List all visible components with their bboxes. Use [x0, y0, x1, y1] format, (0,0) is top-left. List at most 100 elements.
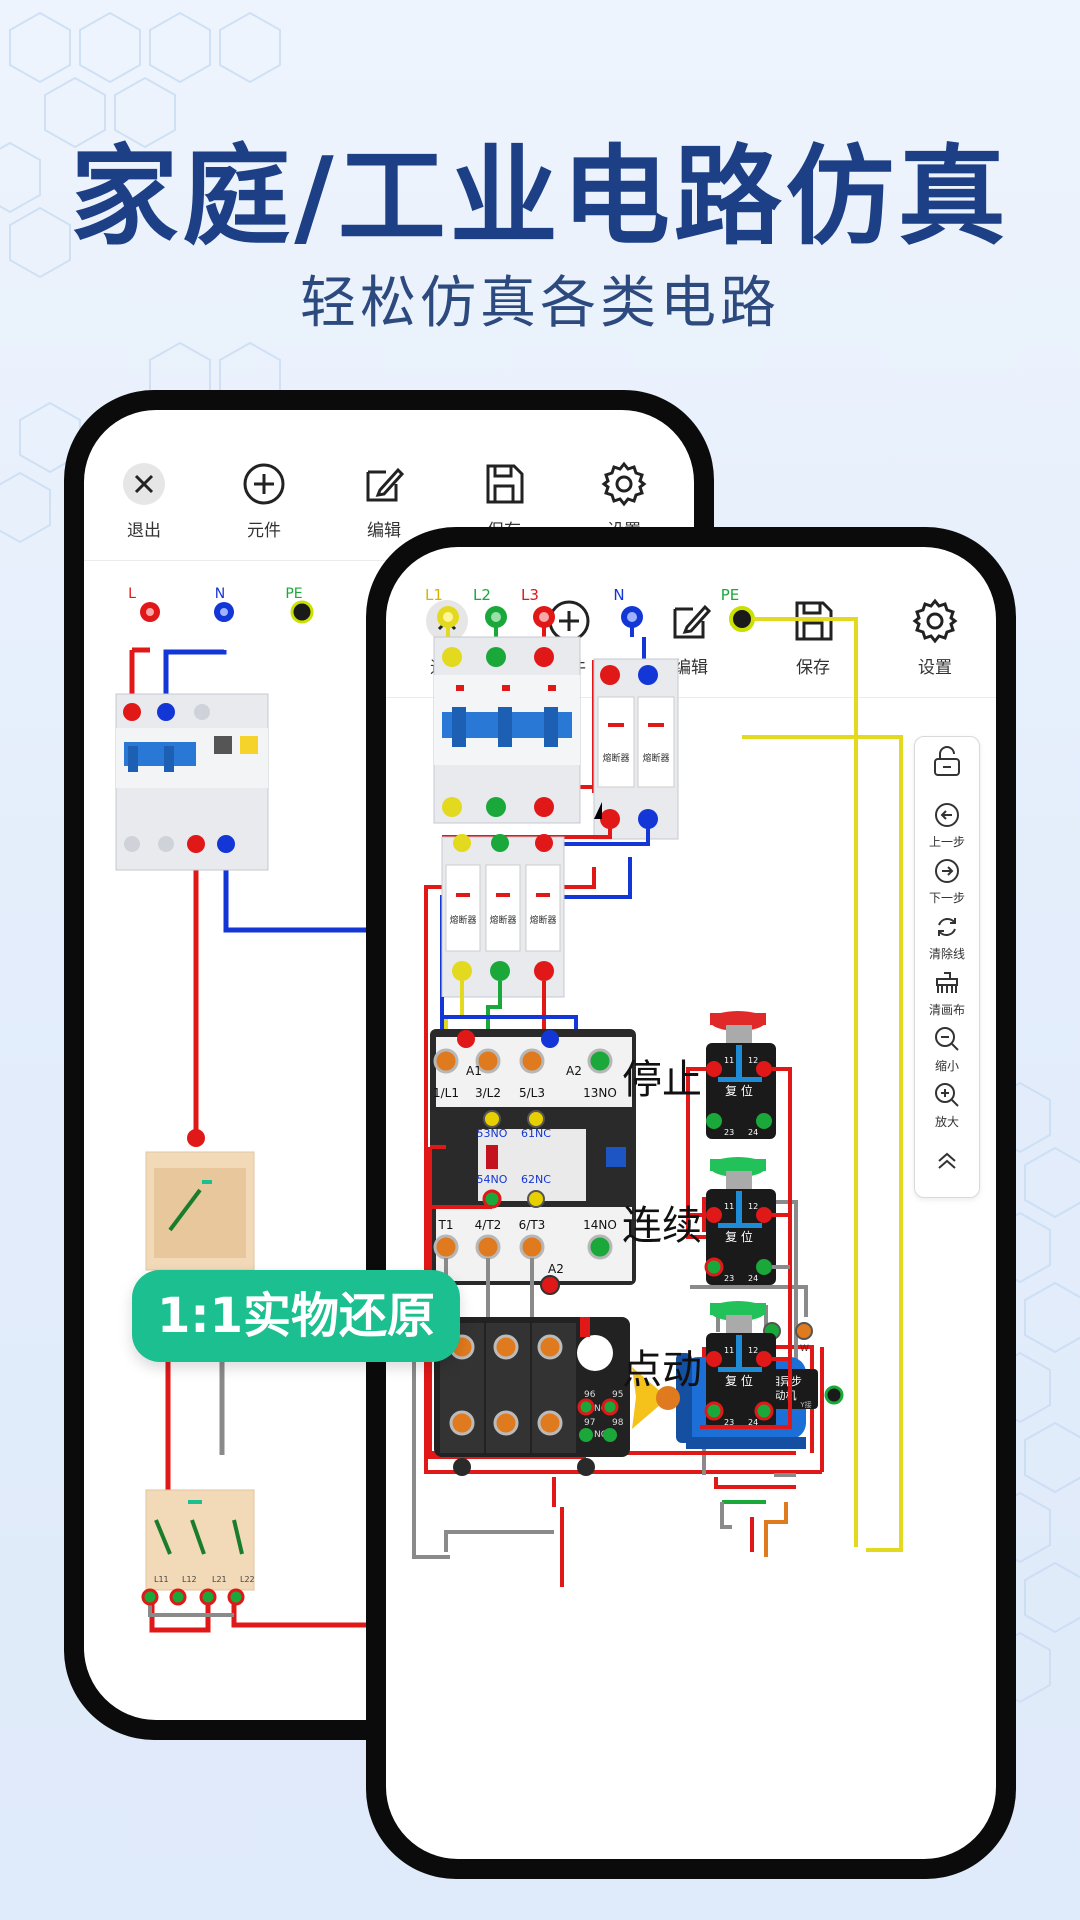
fuse-label: 熔断器 [489, 914, 516, 926]
pin-14no-label: 14NO [583, 1218, 617, 1232]
add-circle-icon [243, 463, 285, 505]
terminal-l3-label: L3 [521, 586, 539, 604]
terminal-pe[interactable] [290, 600, 314, 624]
back-exit-button[interactable]: 退出 [99, 460, 189, 560]
terminal-pe[interactable]: PE [721, 586, 755, 632]
pin-l22-label: L22 [240, 1575, 255, 1584]
pin-11-label: 11 [724, 1346, 734, 1355]
edit-button[interactable]: 编辑 [646, 597, 736, 697]
edit-label: 编辑 [674, 658, 708, 678]
coil-a2-bottom-label: A2 [548, 1262, 564, 1276]
undo-icon [935, 803, 959, 827]
settings-button[interactable]: 设置 [890, 597, 980, 697]
reset-label: 复 位 [725, 1229, 753, 1244]
fuse-label: 熔断器 [602, 752, 629, 764]
fuse-label: 熔断器 [449, 914, 476, 926]
fuse-label: 熔断器 [529, 914, 556, 926]
edit-label: 编辑 [367, 521, 401, 541]
save-button[interactable]: 保存 [768, 597, 858, 697]
save-label: 保存 [796, 658, 830, 678]
terminal-l3[interactable]: L3 [521, 586, 555, 628]
redo-icon [935, 859, 959, 883]
terminal-pe-label: PE [721, 586, 740, 604]
zoom-out-button[interactable]: 缩小 [915, 1025, 979, 1074]
stop-button[interactable]: 复 位 11 12 23 24 [706, 1011, 776, 1139]
continuous-button[interactable]: 复 位 11 12 23 24 [704, 1157, 776, 1285]
thermal-overload-relay[interactable]: 96 95 97 98 NC NO [434, 1317, 630, 1476]
relay-98-label: 98 [612, 1418, 624, 1428]
aux-61nc-label: 61NC [521, 1127, 551, 1140]
unlock-icon [934, 746, 960, 776]
back-edit-button[interactable]: 编辑 [339, 460, 429, 560]
motor-sub-label: Y接 [799, 1400, 811, 1409]
side-toolbar: 上一步 下一步 清除线 清画布 缩小 放大 [914, 736, 980, 1198]
zoom-in-button[interactable]: 放大 [915, 1081, 979, 1130]
lock-button[interactable] [915, 745, 979, 783]
continuous-label: 连续 [622, 1203, 702, 1249]
pin-12-label: 12 [748, 1346, 758, 1355]
save-icon [486, 464, 524, 504]
feature-badge: 1:1实物还原 [132, 1270, 460, 1362]
jog-button[interactable]: 复 位 11 12 23 24 [704, 1301, 776, 1429]
terminal-l2[interactable]: L2 [473, 586, 507, 628]
clear-wires-button[interactable]: 清除线 [915, 913, 979, 962]
clear-wires-label: 清除线 [928, 947, 965, 961]
double-light-switch[interactable]: L11 L12 L21 L22 [141, 1489, 255, 1606]
jog-label: 点动 [622, 1347, 702, 1393]
pin-12-label: 12 [748, 1056, 758, 1065]
redo-label: 下一步 [928, 891, 965, 905]
terminal-n[interactable]: N [613, 586, 643, 628]
front-circuit-canvas: L1 L2 L3 N PE [412, 586, 903, 1587]
aux-54no-label: 54NO [477, 1173, 508, 1186]
exit-label: 退出 [127, 521, 161, 541]
aux-62nc-label: 62NC [521, 1173, 551, 1186]
pin-24-label: 24 [748, 1418, 758, 1427]
pin-24-label: 24 [748, 1128, 758, 1137]
fuse-triple[interactable]: 熔断器 熔断器 熔断器 [441, 834, 565, 998]
redo-button[interactable]: 下一步 [915, 857, 979, 906]
pin-12-label: 12 [748, 1202, 758, 1211]
pin-11-label: 11 [724, 1056, 734, 1065]
save-icon [795, 601, 833, 641]
undo-button[interactable]: 上一步 [915, 801, 979, 850]
relay-no-label: NO [594, 1430, 608, 1440]
three-pole-breaker[interactable] [433, 636, 581, 824]
collapse-toolbar-button[interactable] [915, 1149, 979, 1177]
settings-label: 设置 [918, 658, 952, 678]
reset-label: 复 位 [725, 1083, 753, 1098]
terminal-l1[interactable]: L1 [425, 586, 459, 628]
edit-icon [366, 467, 405, 502]
clear-canvas-button[interactable]: 清画布 [915, 969, 979, 1018]
edit-icon [673, 604, 712, 639]
relay-nc-label: NC [594, 1404, 607, 1414]
coil-a1-label: A1 [466, 1064, 482, 1078]
terminal-l1-label: L1 [425, 586, 443, 604]
pin-6t3-label: 6/T3 [519, 1218, 546, 1232]
pin-5l3-label: 5/L3 [519, 1086, 545, 1100]
residual-breaker[interactable] [115, 693, 269, 871]
pin-23-label: 23 [724, 1418, 734, 1427]
zoom-out-label: 缩小 [934, 1059, 959, 1073]
fuse-pair-top[interactable]: 熔断器 熔断器 [593, 658, 679, 840]
zoom-in-label: 放大 [934, 1115, 959, 1129]
pin-23-label: 23 [724, 1128, 734, 1137]
broom-icon [936, 972, 958, 993]
pin-l12-label: L12 [182, 1575, 197, 1584]
back-toolbar: 退出 元件 编辑 保存 设置 [84, 460, 684, 561]
pin-4t2-label: 4/T2 [475, 1218, 502, 1232]
undo-label: 上一步 [928, 835, 965, 849]
zoom-in-icon [935, 1083, 959, 1107]
front-phone-screen: 退出 元件 编辑 保存 设置 [386, 547, 996, 1859]
pin-24-label: 24 [748, 1274, 758, 1283]
back-component-button[interactable]: 元件 [219, 460, 309, 560]
pin-11-label: 11 [724, 1202, 734, 1211]
page-headline: 家庭/工业电路仿真 [70, 135, 1010, 260]
reset-label: 复 位 [725, 1373, 753, 1388]
collapse-up-icon [938, 1152, 956, 1169]
single-light-switch[interactable]: L1 L2 [145, 1129, 255, 1312]
ac-contactor[interactable]: A1 A2 1/L1 3/L2 5/L3 13NO 53NO 61NC 54NO… [430, 1029, 636, 1295]
pin-t1-label: T1 [438, 1218, 454, 1232]
zoom-out-icon [935, 1027, 959, 1051]
motor-w-label: W [800, 1344, 809, 1354]
relay-96-label: 96 [584, 1390, 596, 1400]
